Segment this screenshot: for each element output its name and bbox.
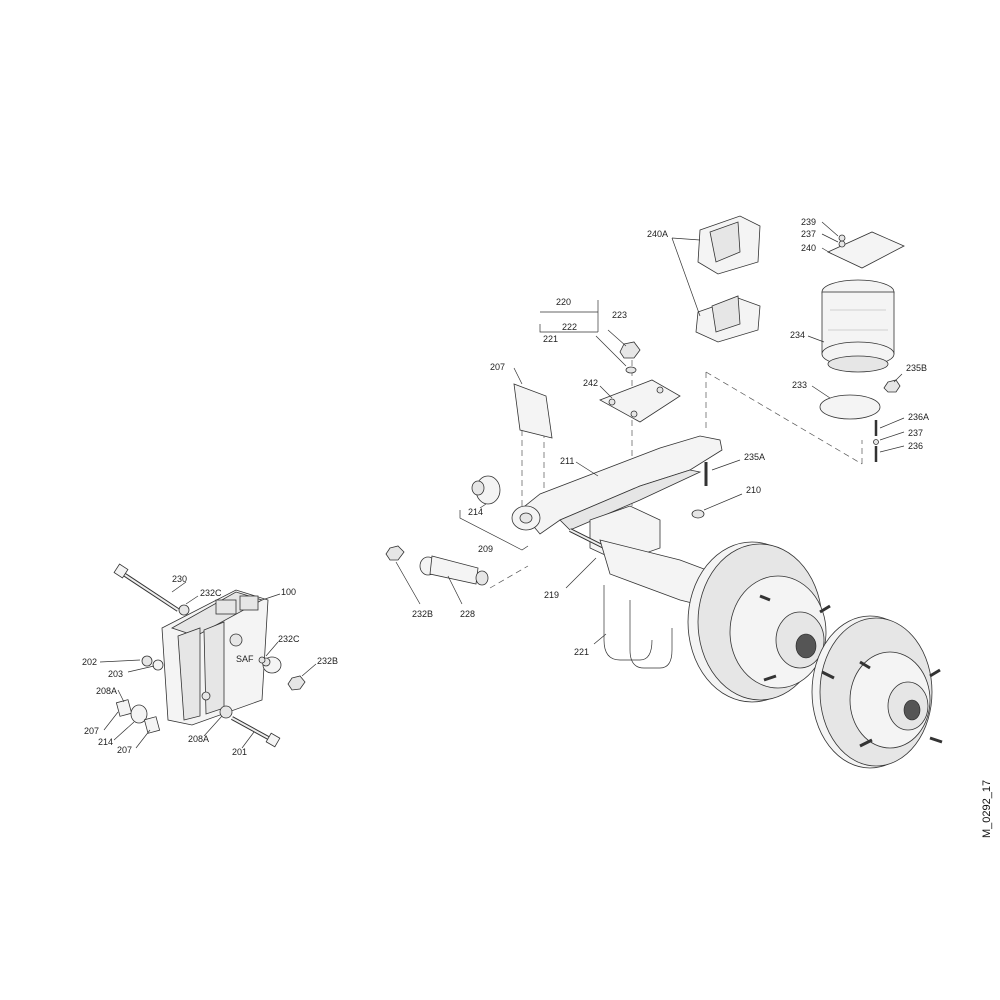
- bolt-230: [113, 563, 190, 616]
- nut-232b-right: [287, 675, 306, 691]
- top-plate-240: [827, 231, 905, 269]
- label-208a-lower: 208A: [188, 734, 209, 744]
- brake-drum: [687, 541, 827, 703]
- label-228: 228: [460, 609, 475, 619]
- label-222: 222: [562, 322, 577, 332]
- plate-207-top: [513, 383, 553, 439]
- label-100: 100: [281, 587, 296, 597]
- label-230: 230: [172, 574, 187, 584]
- label-234: 234: [790, 330, 805, 340]
- air-spring-assembly: [819, 231, 905, 462]
- label-201: 201: [232, 747, 247, 757]
- plate-207-right: [143, 716, 161, 734]
- trailing-arm-211: [511, 435, 723, 535]
- label-236: 236: [908, 441, 923, 451]
- bushing-232c-right: [258, 656, 282, 674]
- label-232b-right: 232B: [317, 656, 338, 666]
- nut-232b-top: [385, 545, 405, 561]
- label-221: 221: [543, 334, 558, 344]
- label-232c: 232C: [200, 588, 222, 598]
- washer-208a: [219, 705, 233, 719]
- washer-210: [691, 509, 705, 519]
- label-209: 209: [478, 544, 493, 554]
- bracket-100: SAF: [161, 589, 269, 726]
- nut-202: [141, 655, 153, 667]
- u-bolts-221: [603, 585, 673, 669]
- bottom-plate-233: [819, 394, 881, 420]
- label-202: 202: [82, 657, 97, 667]
- label-232b: 232B: [412, 609, 433, 619]
- clamp-plate-242: [599, 379, 681, 423]
- label-236a: 236A: [908, 412, 929, 422]
- part-labels: 239 237 240 240A 220 223 222 221 234 207…: [82, 217, 929, 757]
- washer-237-top: [838, 240, 846, 248]
- wheel-studs: [759, 594, 943, 748]
- label-207-lower: 207: [117, 745, 132, 755]
- label-223: 223: [612, 310, 627, 320]
- label-239: 239: [801, 217, 816, 227]
- nut-239: [838, 234, 846, 242]
- label-208a: 208A: [96, 686, 117, 696]
- label-237-lower: 237: [908, 428, 923, 438]
- label-232c-right: 232C: [278, 634, 300, 644]
- label-207: 207: [490, 362, 505, 372]
- label-240a: 240A: [647, 229, 668, 239]
- hanger-bracket-assembly: SAF: [113, 563, 306, 748]
- brake-disc-hub: [811, 615, 933, 769]
- label-214-left: 214: [98, 737, 113, 747]
- brand-mark: SAF: [236, 654, 254, 664]
- nut-223: [619, 341, 641, 374]
- leader-lines: [99, 221, 905, 749]
- brackets-240a: [695, 215, 761, 343]
- bushing-214-arm: [471, 475, 501, 505]
- label-211: 211: [560, 456, 574, 466]
- bolt-201: [231, 716, 281, 748]
- label-237: 237: [801, 229, 816, 239]
- label-221-lower: 221: [574, 647, 589, 657]
- label-203: 203: [108, 669, 123, 679]
- plate-207-left: [115, 699, 133, 717]
- label-235a: 235A: [744, 452, 765, 462]
- nut-235b: [883, 379, 901, 393]
- label-233: 233: [792, 380, 807, 390]
- label-219: 219: [544, 590, 559, 600]
- washer-203: [152, 659, 164, 671]
- label-214: 214: [468, 507, 483, 517]
- label-242: 242: [583, 378, 598, 388]
- label-240: 240: [801, 243, 816, 253]
- washer-237-bottom: [873, 439, 879, 445]
- shock-absorber-228: [419, 555, 489, 586]
- label-207-left: 207: [84, 726, 99, 736]
- bushing-214: [130, 704, 148, 724]
- label-210: 210: [746, 485, 761, 495]
- label-220: 220: [556, 297, 571, 307]
- drawing-code: M_0292_17: [981, 780, 993, 838]
- label-235b: 235B: [906, 363, 927, 373]
- air-bellow-234: [821, 279, 895, 373]
